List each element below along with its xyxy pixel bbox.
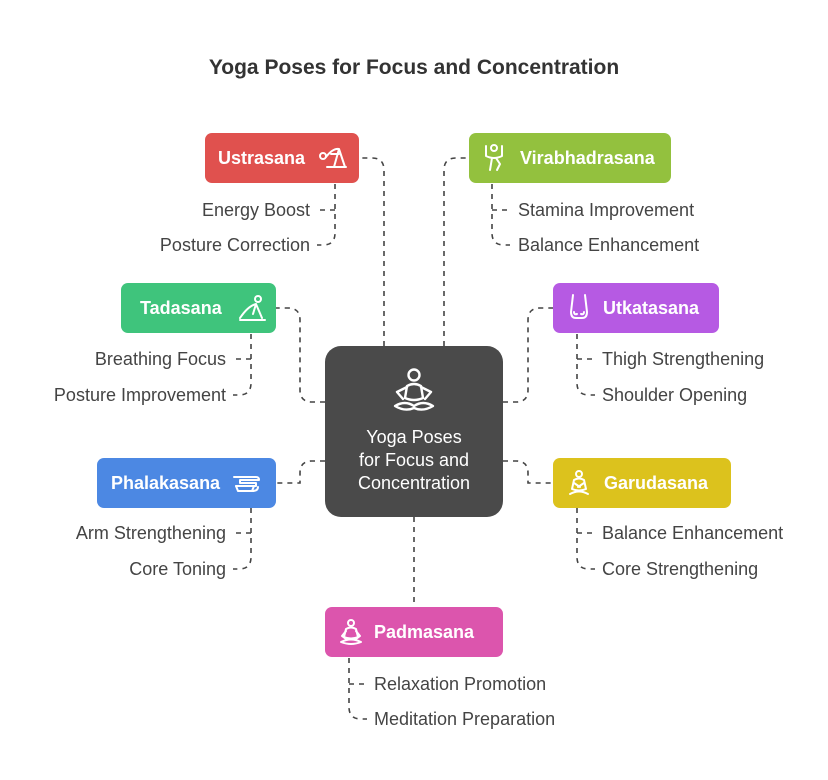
bracket-virabhadrasana [491,184,510,246]
bracket-tadasana [233,334,252,396]
connector-tadasana [276,307,325,403]
node-label: Ustrasana [218,147,306,168]
node-label: Utkatasana [603,297,700,318]
chair-pose-icon [565,292,593,324]
benefit-text: Relaxation Promotion [374,674,547,694]
benefit-text: Stamina Improvement [518,200,695,220]
warrior-pose-icon [480,142,508,174]
connector-utkatasana [503,307,553,403]
bracket-phalakasana [233,508,252,570]
connector-ustrasana [359,157,385,346]
node-virabhadrasana: Virabhadrasana [469,133,671,183]
eagle-pose-icon [566,467,592,499]
node-utkatasana: Utkatasana [553,283,719,333]
node-phalakasana: Phalakasana [97,458,276,508]
connector-garudasana [503,460,553,484]
node-label: Garudasana [604,472,709,493]
center-node: Yoga Poses for Focus and Concentration [325,346,503,517]
benefit-text: Shoulder Opening [602,385,748,405]
center-label-line: Yoga Poses [366,427,462,447]
benefit-text: Core Toning [129,559,226,579]
plank-pose-icon [230,467,262,499]
node-ustrasana: Ustrasana [205,133,359,183]
diagram-title: Yoga Poses for Focus and Concentration [208,56,620,79]
benefit-text: Core Strengthening [602,559,759,579]
benefit-text: Posture Improvement [53,385,226,405]
bracket-garudasana [576,508,595,570]
meditation-icon [389,366,439,421]
center-label: Yoga Poses for Focus and Concentration [325,426,503,495]
benefit-text: Energy Boost [201,200,310,220]
benefit-text: Thigh Strengthening [602,349,765,369]
benefit-text: Meditation Preparation [374,709,556,729]
node-label: Virabhadrasana [520,147,655,168]
benefit-text: Arm Strengthening [75,523,226,543]
bracket-utkatasana [576,334,595,396]
benefit-text: Balance Enhancement [518,235,700,255]
node-label: Padmasana [374,621,475,642]
node-label: Phalakasana [111,472,221,493]
mountain-pose-icon [236,292,268,324]
camel-pose-icon [317,142,349,174]
center-label-line: Concentration [357,473,471,493]
node-tadasana: Tadasana [121,283,276,333]
connector-virabhadrasana [443,157,469,346]
bracket-ustrasana [317,184,336,246]
node-label: Tadasana [140,297,222,318]
node-garudasana: Garudasana [553,458,731,508]
connector-phalakasana [276,460,325,484]
center-label-line: for Focus and [358,450,470,470]
benefit-text: Breathing Focus [94,349,226,369]
bracket-padmasana [348,658,367,720]
lotus-pose-icon [338,616,364,648]
benefit-text: Balance Enhancement [602,523,784,543]
benefit-text: Posture Correction [159,235,310,255]
node-padmasana: Padmasana [325,607,503,657]
